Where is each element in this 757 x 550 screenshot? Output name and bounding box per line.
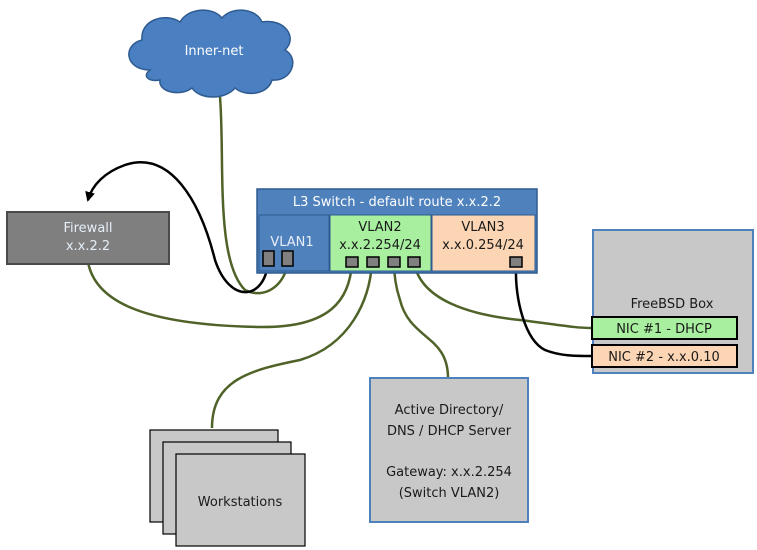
port-vlan1-b bbox=[281, 250, 294, 267]
port-vlan2-b bbox=[366, 256, 380, 268]
port-vlan2-a bbox=[345, 256, 359, 268]
workstation-front bbox=[175, 453, 306, 547]
port-vlan3-a bbox=[509, 256, 523, 268]
cable-cloud-vlan1 bbox=[218, 96, 290, 295]
firewall: Firewall x.x.2.2 bbox=[6, 211, 170, 265]
ad-server-box bbox=[369, 377, 529, 523]
nic2-label: NIC #2 - x.x.0.10 bbox=[608, 350, 719, 365]
cable-firewall-vlan1 bbox=[85, 161, 270, 294]
cloud-shape bbox=[128, 9, 294, 98]
freebsd-label: FreeBSD Box bbox=[631, 297, 714, 312]
switch-title: L3 Switch - default route x.x.2.2 bbox=[293, 195, 501, 210]
cloud-label: Inner-net bbox=[185, 44, 244, 59]
port-vlan2-c bbox=[387, 256, 401, 268]
cable-vlan2-nic1 bbox=[412, 261, 593, 330]
ad-server-gateway: Gateway: x.x.2.254 bbox=[386, 465, 512, 480]
l3-switch: L3 Switch - default route x.x.2.2 VLAN1 … bbox=[256, 188, 538, 274]
nic1-box bbox=[591, 316, 738, 340]
vlan1-label: VLAN1 bbox=[270, 235, 313, 250]
workstations: Workstations bbox=[149, 429, 306, 547]
ad-server-line1: Active Directory/ bbox=[395, 403, 504, 418]
nic2-box bbox=[591, 344, 738, 368]
workstations-label: Workstations bbox=[198, 495, 283, 510]
vlan3-label: VLAN3 bbox=[461, 220, 504, 235]
ad-server-note: (Switch VLAN2) bbox=[399, 486, 500, 501]
nic1-label: NIC #1 - DHCP bbox=[616, 322, 712, 337]
inner-net-cloud: Inner-net bbox=[128, 9, 294, 98]
freebsd-box: FreeBSD Box NIC #1 - DHCP NIC #2 - x.x.0… bbox=[591, 229, 754, 374]
switch-ports bbox=[262, 250, 523, 268]
cable-ad-vlan2 bbox=[392, 261, 450, 379]
vlan3-subnet: x.x.0.254/24 bbox=[442, 238, 524, 253]
cable-vlan3-nic2 bbox=[514, 265, 593, 358]
ad-server: Active Directory/ DNS / DHCP Server Gate… bbox=[369, 377, 529, 523]
ad-server-line2: DNS / DHCP Server bbox=[387, 424, 512, 439]
firewall-ip: x.x.2.2 bbox=[66, 239, 110, 254]
cable-firewall-vlan2 bbox=[86, 261, 354, 329]
vlan2-label: VLAN2 bbox=[358, 220, 401, 235]
cables bbox=[85, 96, 593, 429]
port-vlan2-d bbox=[407, 256, 421, 268]
firewall-box bbox=[6, 211, 170, 265]
cable-workstations-vlan2 bbox=[210, 261, 374, 429]
port-vlan1-a bbox=[262, 250, 275, 267]
firewall-label: Firewall bbox=[63, 221, 112, 236]
vlan2-subnet: x.x.2.254/24 bbox=[339, 238, 421, 253]
